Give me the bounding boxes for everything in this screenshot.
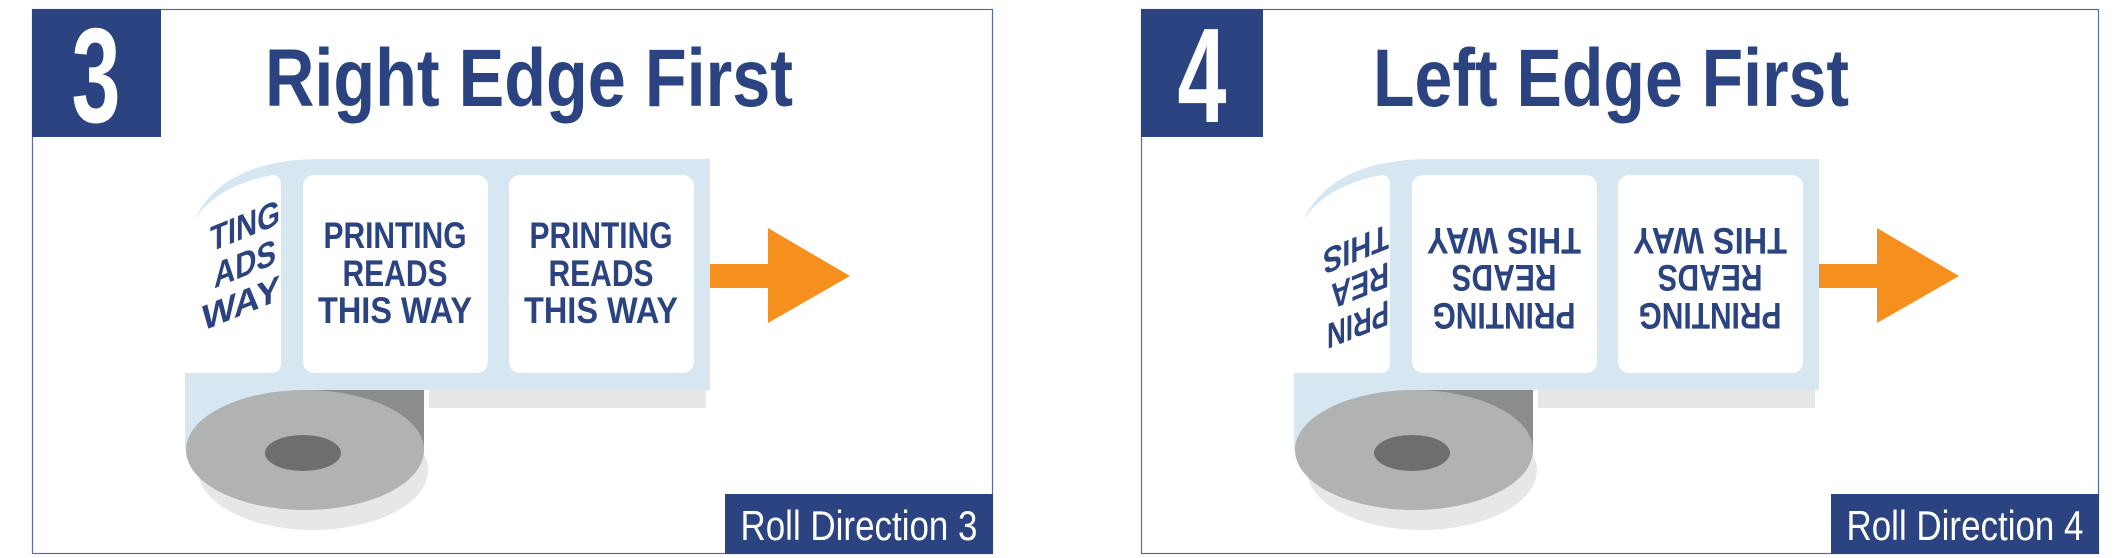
- curled-label: [1294, 175, 1390, 373]
- label-1-line-1: PRINTING: [1433, 295, 1576, 336]
- roll-direction-badge-text: Roll Direction 3: [741, 502, 978, 549]
- label-2: [1618, 175, 1803, 373]
- roll-direction-3-panel: 3 Right Edge First TING ADS WAY PRINTING…: [31, 0, 994, 555]
- label-2-line-3: THIS WAY: [524, 290, 678, 331]
- panel-title: Left Edge First: [1373, 33, 1849, 124]
- label-2-line-2: READS: [549, 253, 654, 294]
- roll-core-hole: [1374, 435, 1450, 471]
- label-2-line-1: PRINTING: [1639, 295, 1782, 336]
- label-1-line-2: READS: [343, 253, 448, 294]
- number-box: [32, 9, 161, 137]
- arrow-right-icon: [710, 228, 850, 323]
- roll-shadow-band: [1538, 390, 1815, 408]
- roll-direction-badge: [725, 494, 993, 554]
- label-1-line-1: PRINTING: [324, 215, 467, 256]
- roll-direction-4-panel: 4 Left Edge First PRIN REA THIS PRINTING…: [1140, 0, 2102, 555]
- direction-number: 3: [72, 0, 121, 151]
- number-box: [1141, 9, 1263, 137]
- label-roll-illustration: TING ADS WAY PRINTING READS THIS WAY PRI…: [185, 159, 710, 530]
- roll-direction-badge-text: Roll Direction 4: [1847, 502, 2084, 549]
- curled-label: [185, 175, 281, 373]
- label-1-line-3: THIS WAY: [318, 290, 472, 331]
- label-1-line-3: THIS WAY: [1427, 220, 1581, 261]
- roll-core-hole: [265, 435, 341, 471]
- arrow-right-icon: [1819, 228, 1959, 323]
- roll-direction-badge: [1831, 494, 2099, 554]
- label-2-line-1: PRINTING: [530, 215, 673, 256]
- label-1-line-2: READS: [1452, 257, 1557, 298]
- panel-title: Right Edge First: [265, 33, 793, 124]
- label-2: [509, 175, 694, 373]
- label-roll-illustration: PRIN REA THIS PRINTING READS THIS WAY PR…: [1294, 159, 1819, 530]
- label-2-line-3: THIS WAY: [1633, 220, 1787, 261]
- label-2-line-2: READS: [1658, 257, 1763, 298]
- label-1: [303, 175, 488, 373]
- label-1: [1412, 175, 1597, 373]
- direction-number: 4: [1178, 0, 1227, 151]
- roll-shadow-band: [429, 390, 706, 408]
